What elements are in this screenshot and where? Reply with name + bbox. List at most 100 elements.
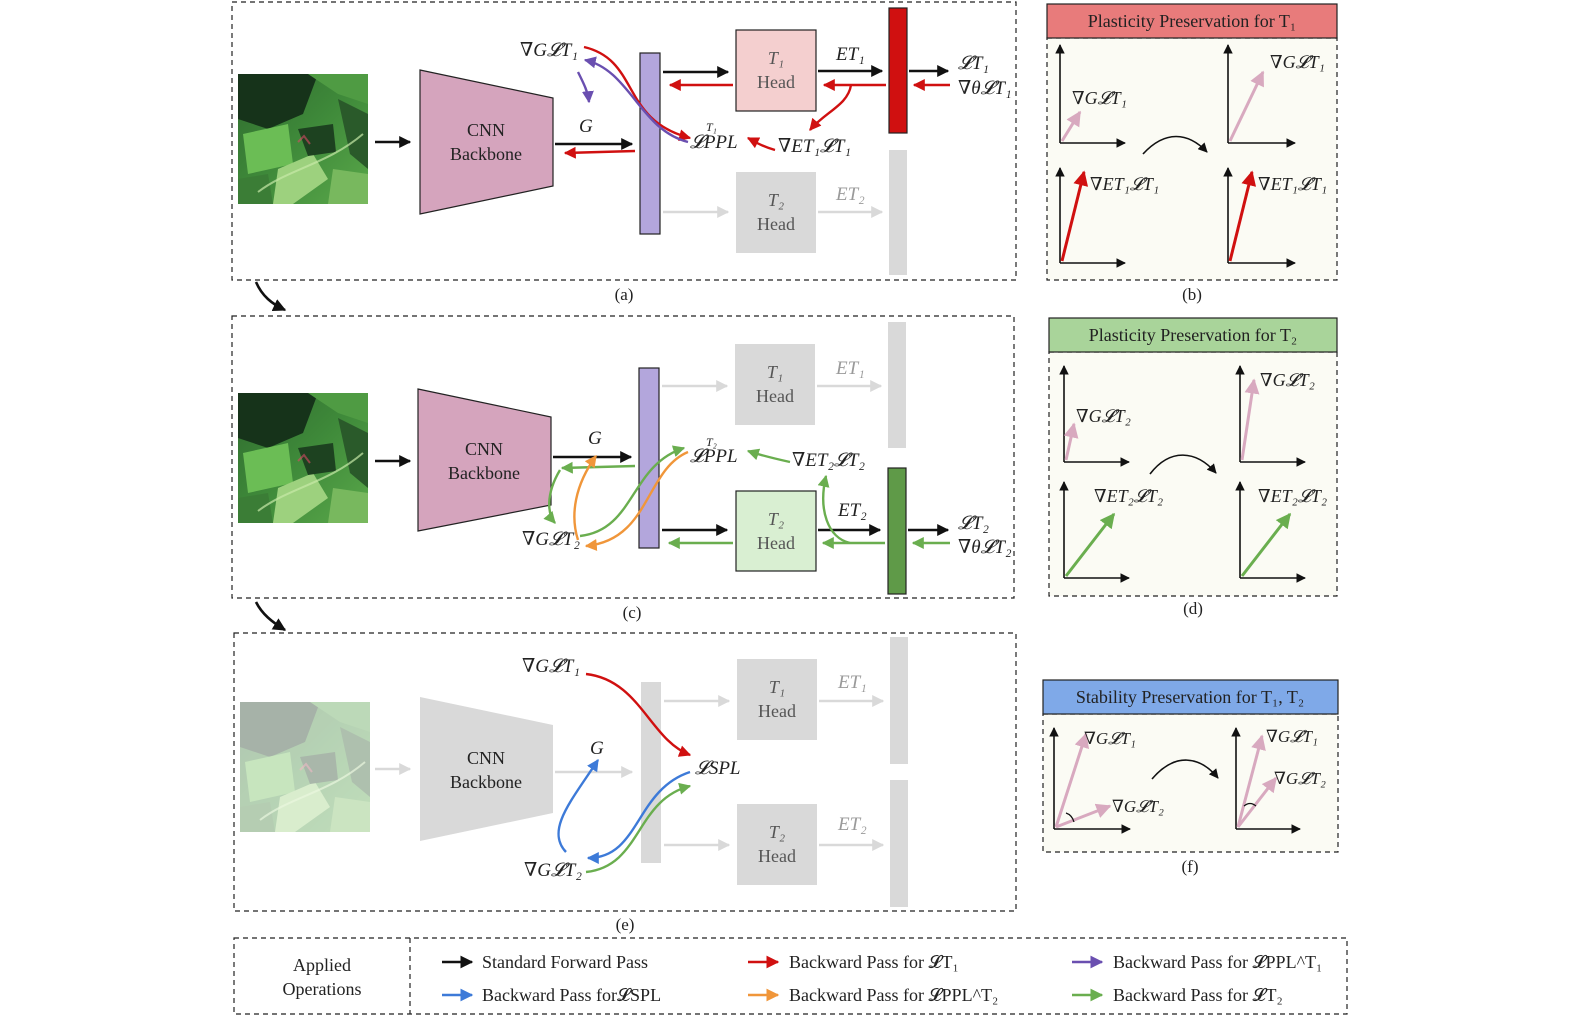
panel-c-frame — [231, 315, 1015, 599]
grad-g-label: ∇G𝓛T₂ — [1260, 370, 1315, 390]
panel-f-title: Stability Preservation for T₁, T₂ — [1076, 687, 1304, 707]
caption-c: (c) — [623, 603, 642, 622]
t2-head-word: Head — [757, 533, 795, 553]
grad-e-label: ∇ET₂𝓛T₂ — [1094, 486, 1163, 506]
g-label: G — [579, 116, 593, 137]
legend-item-backward-t1: Backward Pass for 𝓛T₁ — [748, 952, 959, 972]
grad-e-label: ∇ET₁𝓛T₁ — [1258, 174, 1327, 194]
shared-feature-bar — [638, 367, 660, 549]
cnn-backbone — [419, 69, 554, 215]
legend-label: Backward Pass for 𝓛T₂ — [1113, 985, 1283, 1005]
legend-label: Backward Pass for 𝓛T₁ — [789, 952, 959, 972]
grad-e-vector — [1060, 170, 1089, 262]
backbone-label-line1: CNN — [467, 120, 505, 140]
e-t1-label: ET₁ — [837, 672, 867, 693]
backward-ppl-t1-curve — [576, 71, 594, 104]
backward-t1-curve — [585, 672, 692, 757]
panel-d-title: Plasticity Preservation for T₂ — [1089, 325, 1297, 345]
t2-output-bar-inactive — [889, 150, 907, 275]
caption-b: (b) — [1182, 285, 1202, 304]
t1-output-bar — [888, 7, 908, 134]
grad-g-label: ∇G𝓛T₁ — [1072, 88, 1127, 108]
backward-t2-curve — [585, 782, 692, 874]
grad-theta-t2-label: ∇θ𝓛T₂ — [958, 537, 1012, 558]
t1-output-bar-inactive — [890, 637, 908, 764]
t2-head-word: Head — [758, 846, 796, 866]
axes — [1231, 727, 1301, 834]
legend-label: Backward Pass for 𝓛PPL^T₁ — [1113, 952, 1322, 972]
legend-item-backward-t2: Backward Pass for 𝓛T₂ — [1072, 985, 1283, 1005]
caption-a: (a) — [615, 285, 634, 304]
backward-t2-curve — [817, 474, 851, 545]
shared-feature-bar — [639, 52, 661, 235]
grad-g-label: ∇G𝓛T₁ — [1270, 52, 1325, 72]
t1-head-label: T₁ — [769, 677, 785, 697]
transform-arrow — [1142, 135, 1208, 155]
grad-g-vector — [1228, 70, 1265, 142]
caption-d: (d) — [1183, 599, 1203, 618]
g-label: G — [588, 428, 602, 449]
panel-b-title: Plasticity Preservation for T₁ — [1088, 11, 1296, 31]
l-spl-label: 𝓛SPL — [695, 758, 741, 779]
backward-t2-curve — [746, 448, 791, 464]
l-ppl-t2-superscript: T₂ — [706, 435, 717, 449]
backward-t1-arrow — [563, 146, 636, 159]
e-t1-label: ET₁ — [835, 44, 865, 65]
t2-head-label: T₂ — [769, 822, 785, 842]
legend-frame — [233, 937, 1348, 1015]
transform-arrow — [1151, 759, 1219, 780]
grad-g-t1-label: ∇G𝓛T₁ — [1084, 729, 1136, 748]
panel-e-frame — [233, 632, 1017, 912]
axes — [1059, 481, 1130, 583]
legend-label: Backward Pass for𝓛SPL — [482, 985, 661, 1005]
backward-ppl-t2-curve — [584, 450, 689, 551]
backward-t1-curve — [583, 45, 692, 142]
backward-ppl-t2-curve — [573, 455, 597, 541]
axes — [1223, 167, 1296, 268]
t2-head-word: Head — [757, 214, 795, 234]
t2-head — [735, 490, 817, 572]
legend-heading-line1: Applied — [293, 955, 351, 975]
transition-arrow — [254, 601, 287, 632]
panel-b-frame — [1046, 37, 1338, 281]
grad-g-t2-label: ∇G𝓛T₂ — [1274, 769, 1326, 788]
caption-e: (e) — [616, 915, 635, 934]
legend-label: Standard Forward Pass — [482, 952, 648, 972]
t2-head-inactive — [736, 172, 816, 253]
t1-head — [735, 29, 817, 112]
backbone-label-line2: Backbone — [450, 772, 522, 792]
grad-e-t2-label: ∇ET₂𝓛T₂ — [792, 450, 865, 471]
transform-arrow — [1149, 454, 1217, 475]
e-t2-label: ET₂ — [837, 814, 867, 835]
grad-g-lt2-label: ∇G𝓛T₂ — [522, 529, 580, 550]
legend: Applied Operations Standard Forward Pass… — [233, 937, 1348, 1015]
panel-f: Stability Preservation for T₁, T₂ ∇G𝓛T₁ … — [1042, 679, 1339, 876]
t1-head-word: Head — [758, 701, 796, 721]
l-ppl-t1-superscript: T₁ — [706, 120, 717, 134]
grad-e-t1-label: ∇ET₁𝓛T₁ — [778, 136, 851, 157]
t1-output-bar-inactive — [888, 322, 906, 448]
t1-head-inactive — [735, 344, 815, 425]
grad-g-label: ∇G𝓛T₂ — [1076, 406, 1131, 426]
panel-d: Plasticity Preservation for T₂ ∇G𝓛T₂ ∇G𝓛… — [1048, 317, 1338, 618]
transition-arrow — [254, 281, 287, 312]
l-ppl-t1-label: 𝓛PPL — [690, 132, 738, 153]
grad-g-t1-vector — [1236, 734, 1266, 828]
caption-f: (f) — [1182, 857, 1199, 876]
e-t2-label: ET₂ — [837, 500, 867, 521]
t1-head-word: Head — [757, 72, 795, 92]
backbone-label-line1: CNN — [465, 439, 503, 459]
g-label: G — [590, 738, 604, 759]
e-t1-label: ET₁ — [835, 358, 865, 379]
axes — [1235, 365, 1306, 467]
axes — [1055, 44, 1126, 148]
t2-output-bar — [887, 467, 907, 595]
backbone-label-line2: Backbone — [448, 463, 520, 483]
grad-e-label: ∇ET₂𝓛T₂ — [1258, 486, 1327, 506]
legend-label: Backward Pass for 𝓛PPL^T₂ — [789, 985, 998, 1005]
panel-c: CNN Backbone T₁ Head T₂ Head G ∇G𝓛T₂ — [231, 315, 1015, 622]
backward-ppl-t1-curve — [583, 56, 689, 144]
backward-spl-curve — [557, 758, 600, 853]
panel-d-title-box — [1048, 317, 1338, 353]
grad-g-lt2-label: ∇G𝓛T₂ — [524, 860, 582, 881]
